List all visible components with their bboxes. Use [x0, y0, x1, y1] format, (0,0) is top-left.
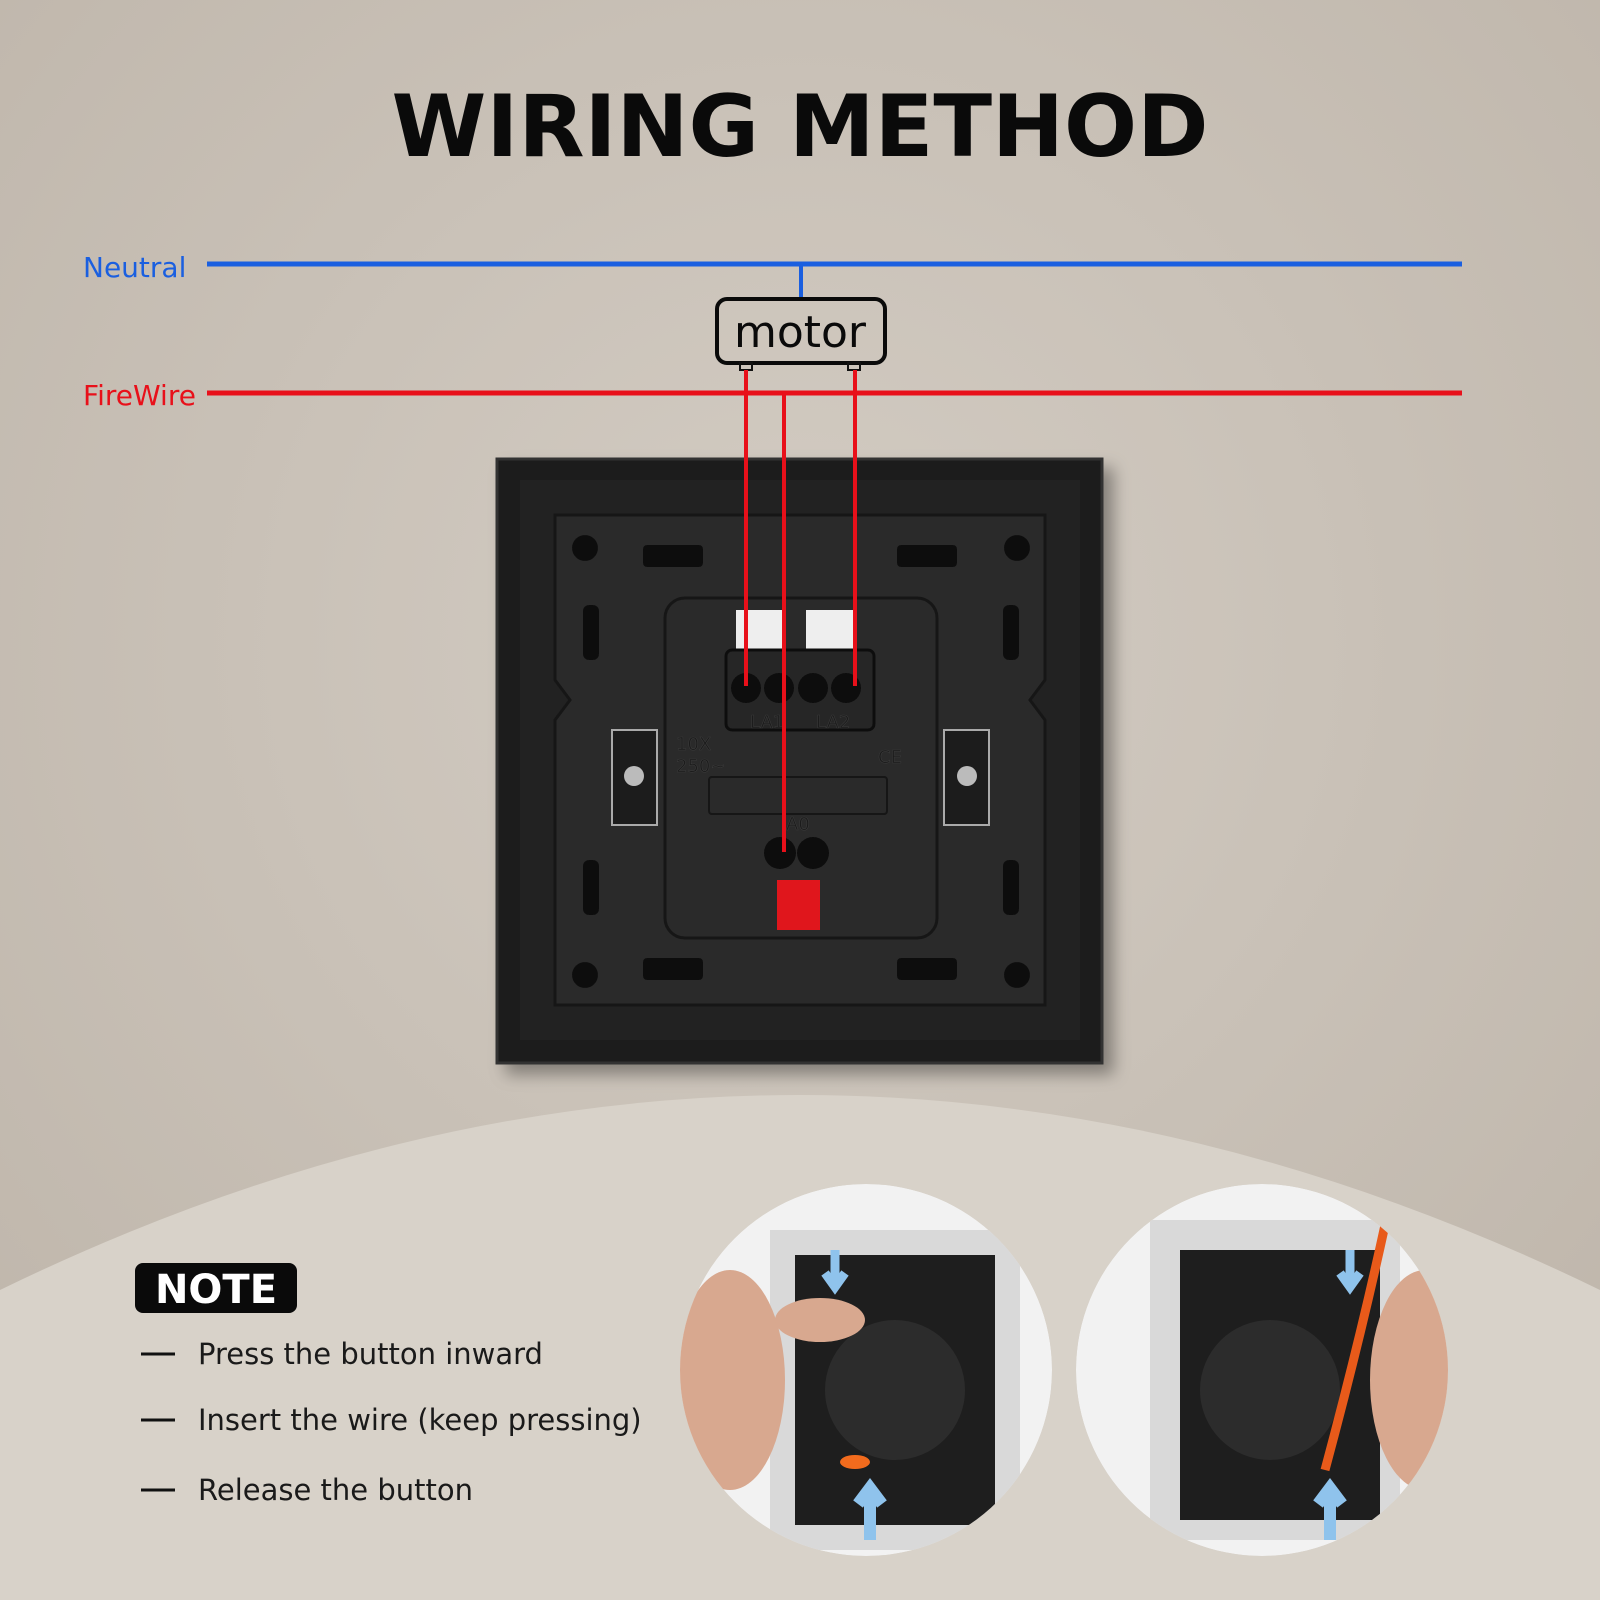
- terminal-a0-label: A0: [786, 814, 810, 835]
- note-badge: [135, 1263, 297, 1313]
- note-step: Press the button inward: [198, 1337, 543, 1371]
- terminal-la1-label: LA1: [750, 712, 784, 733]
- photo-insert-wire: [1076, 1184, 1448, 1556]
- note-step: Release the button: [198, 1473, 473, 1507]
- rating-bottom: 250~: [676, 756, 725, 777]
- photo-press-button: [680, 1184, 1052, 1556]
- ce-mark: CE: [878, 747, 902, 768]
- terminal-la2-label: LA2: [816, 712, 850, 733]
- firewire-label: FireWire: [83, 379, 196, 412]
- note-badge-label: NOTE: [155, 1267, 277, 1313]
- note-steps: Press the button inward Insert the wire …: [141, 1337, 642, 1507]
- neutral-label: Neutral: [83, 251, 186, 284]
- page-title: WIRING METHOD: [391, 77, 1208, 177]
- rating-top: 10X: [676, 734, 711, 755]
- switch-back: [495, 457, 1104, 1065]
- motor-label: motor: [734, 307, 867, 358]
- switch-wires: [744, 370, 857, 852]
- note-step: Insert the wire (keep pressing): [198, 1403, 642, 1437]
- motor-box: motor: [715, 297, 887, 371]
